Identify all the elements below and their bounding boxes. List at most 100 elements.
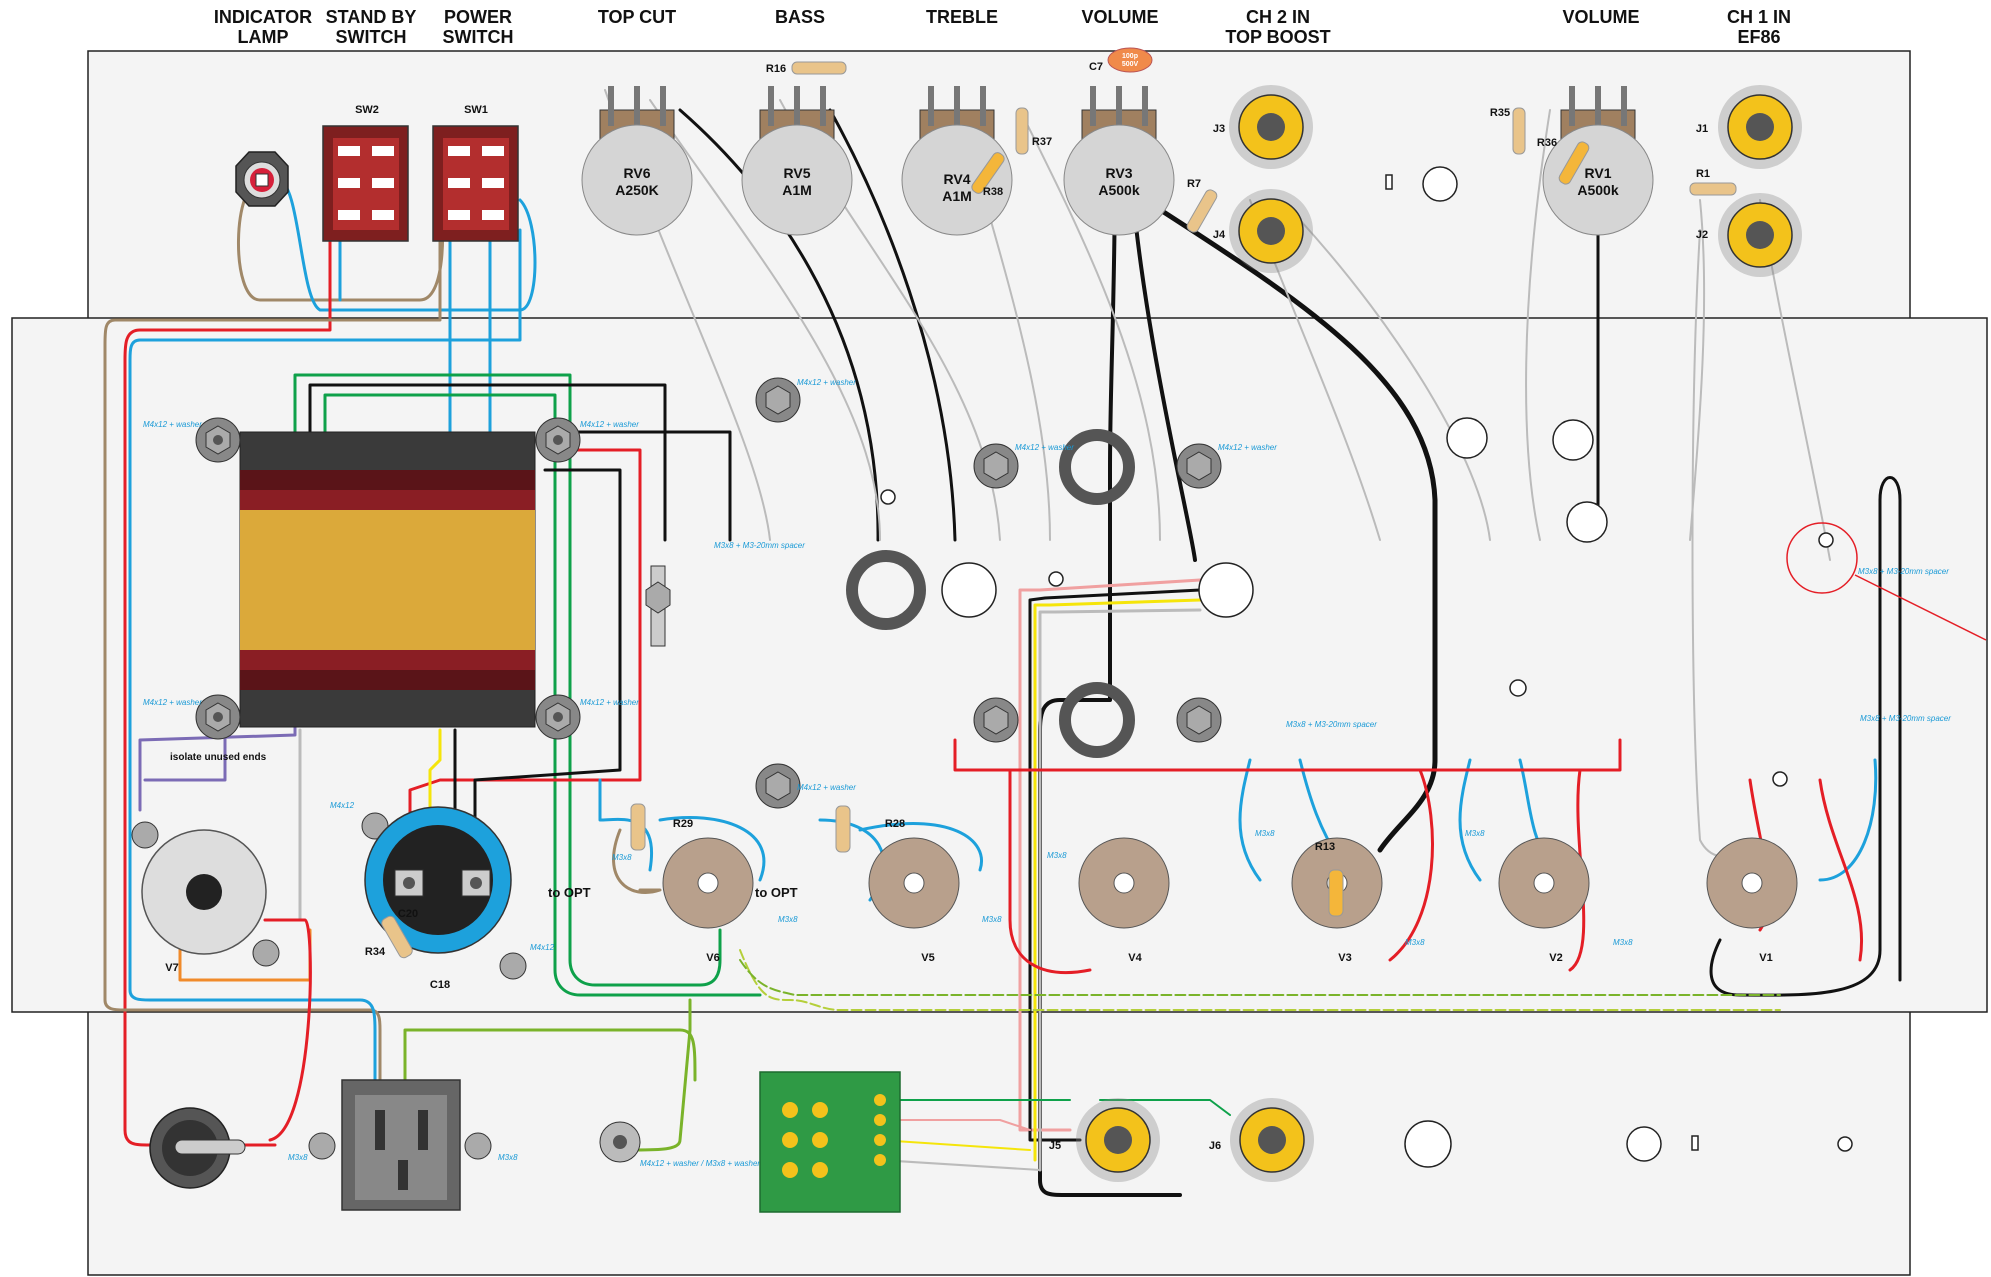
header-ch2-in-2: TOP BOOST <box>1225 27 1330 47</box>
j3-label: J3 <box>1213 123 1225 135</box>
r28-label: R28 <box>885 818 905 830</box>
note-spacer-4: M3x8 + M3-20mm spacer <box>1860 714 1951 723</box>
j4-label: J4 <box>1213 229 1226 241</box>
wire-purple-b <box>143 723 227 782</box>
note-m4x12-2: M4x12 <box>530 943 555 952</box>
bolt <box>973 443 1019 489</box>
r1-label: R1 <box>1696 168 1710 180</box>
resistor-r1: R1 <box>1689 168 1737 196</box>
note-spacer-1: M3x8 + M3-20mm spacer <box>714 541 805 550</box>
pot-rv3[interactable]: RV3 A500k <box>1063 86 1175 236</box>
wire-grey-9 <box>1689 199 1706 541</box>
note-m3x8-v2: M3x8 <box>1465 829 1485 838</box>
to-opt-label-1: to OPT <box>548 885 591 900</box>
hardware-notes: M4x12 + washer M4x12 + washer M4x12 + wa… <box>143 378 1951 952</box>
grommets <box>846 429 1135 758</box>
resistor-r29: R29 <box>630 803 693 851</box>
bolt <box>755 763 801 809</box>
bolt <box>464 1132 492 1160</box>
jack-j5[interactable]: J5 <box>1049 1098 1160 1182</box>
wire-brown-mains <box>103 228 442 1142</box>
note-m3x8-v4: M3x8 <box>1047 851 1067 860</box>
header-volume-ch1: VOLUME <box>1562 7 1639 27</box>
wire-pcb-grey <box>879 1159 1041 1171</box>
header-volume-ch2: VOLUME <box>1081 7 1158 27</box>
note-bolt-tube-4: M4x12 + washer <box>797 783 856 792</box>
panel-holes-bottom <box>1404 1120 1853 1168</box>
wire-black-shield-ch2 <box>1142 197 1438 853</box>
j1-label: J1 <box>1696 123 1708 135</box>
header-indicator-lamp-2: LAMP <box>238 27 289 47</box>
header-power-switch-2: SWITCH <box>443 27 514 47</box>
wire-jack-link <box>1099 1099 1231 1116</box>
standby-switch[interactable]: SW2 <box>322 104 409 242</box>
wire-pcb-pink <box>879 1119 1031 1131</box>
pot-rv5[interactable]: RV5 A1M <box>741 86 853 236</box>
wire-blue-mains <box>128 228 522 1092</box>
v7-label: V7 <box>165 962 178 974</box>
bolt <box>499 952 527 980</box>
resistor-r38: R38 <box>971 152 1005 198</box>
pot-rv1[interactable]: RV1 A500k <box>1542 86 1654 236</box>
wire-grey-2 <box>649 99 881 541</box>
jack-j4[interactable]: J4 <box>1213 189 1313 273</box>
wire-red-v3 <box>1388 768 1434 962</box>
c18-label: C18 <box>430 979 450 991</box>
wire-grey-8 <box>1525 109 1551 541</box>
header-ch1-in-2: EF86 <box>1737 27 1780 47</box>
wire-blue-switch-1 <box>276 178 537 312</box>
wire-red-ht <box>408 448 642 862</box>
header-bass: BASS <box>775 7 825 27</box>
wire-green-iec <box>403 1028 697 1112</box>
mains-transformer <box>239 431 536 728</box>
pot-rv6[interactable]: RV6 A250K <box>581 86 693 236</box>
v5-label: V5 <box>921 952 934 964</box>
rv5-ref: RV5 <box>784 165 811 181</box>
bolt <box>535 694 581 740</box>
header-ch1-in-1: CH 1 IN <box>1727 7 1791 27</box>
wire-green-earth <box>628 998 692 1152</box>
r29-label: R29 <box>673 818 693 830</box>
jack-j1[interactable]: J1 <box>1696 85 1802 169</box>
wire-pink-bus <box>1018 578 1202 1132</box>
resistor-r13: R13 <box>1315 841 1344 917</box>
bolt <box>973 697 1019 743</box>
note-m3x8-v6: M3x8 <box>612 853 632 862</box>
wire-black-filter <box>473 468 622 862</box>
valve-v2: V2 <box>1498 837 1590 964</box>
pot-rv4[interactable]: RV4 A1M <box>901 86 1013 236</box>
bolt <box>535 417 581 463</box>
wire-green-heater-a <box>293 373 722 987</box>
jack-j6[interactable]: J6 <box>1209 1098 1314 1182</box>
iec-inlet <box>341 1079 461 1211</box>
j6-label: J6 <box>1209 1140 1221 1152</box>
wire-black-bass <box>828 108 957 542</box>
resistor-r36: R36 <box>1537 137 1590 185</box>
standoff-spacer <box>645 565 671 647</box>
valve-v6: V6 <box>662 837 754 964</box>
power-switch[interactable]: SW1 <box>432 104 519 242</box>
header-treble: TREBLE <box>926 7 998 27</box>
jack-j3[interactable]: J3 <box>1213 85 1313 169</box>
wire-yellow-bus <box>1033 598 1202 1162</box>
jack-j2[interactable]: J2 <box>1696 193 1802 277</box>
note-earth-bolt: M4x12 + washer / M3x8 + washer <box>640 1159 760 1168</box>
note-transformer-bl: M4x12 + washer <box>143 698 202 707</box>
header-ch2-in-1: CH 2 IN <box>1246 7 1310 27</box>
wire-green-heater-b <box>323 393 762 997</box>
header-power-switch-1: POWER <box>444 7 512 27</box>
mounting-bolts <box>131 377 1222 980</box>
bolt <box>131 821 159 849</box>
resistor-r37: R37 <box>1015 107 1052 155</box>
wire-blue-v3a <box>1238 758 1262 882</box>
resistor-r35: R35 <box>1490 107 1526 155</box>
header-top-cut: TOP CUT <box>598 7 676 27</box>
v1-label: V1 <box>1759 952 1772 964</box>
sw2-label: SW2 <box>355 104 379 116</box>
wire-black-ht-a <box>308 383 667 542</box>
c7-label: C7 <box>1089 61 1103 73</box>
red-highlight-circle <box>1786 522 1987 641</box>
valve-v7: V7 <box>141 829 267 974</box>
wire-grey-7 <box>1299 219 1491 541</box>
